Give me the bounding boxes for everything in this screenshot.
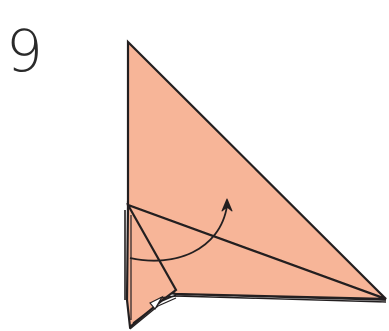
origami-diagram — [0, 0, 389, 331]
